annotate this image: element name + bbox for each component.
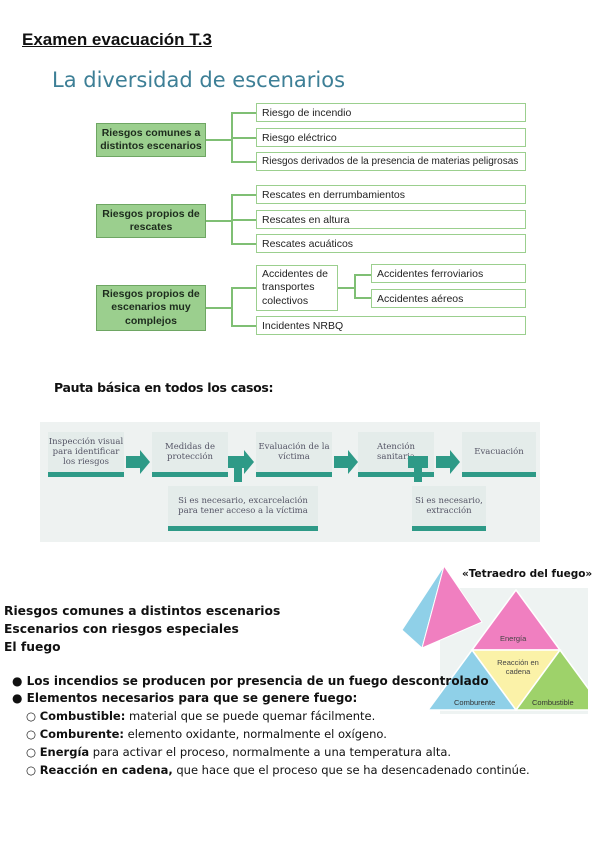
risk-item: Rescates en altura — [256, 210, 526, 229]
flow-substep: Si es necesario, excarcelación para tene… — [168, 486, 318, 526]
flow-arrows — [126, 450, 460, 482]
category-complex-risks: Riesgos propios de escenarios muy comple… — [96, 285, 206, 331]
flow-step: Evaluación de la víctima — [256, 432, 332, 472]
circle-bullet-icon: ○ — [26, 709, 40, 723]
risk-item: Rescates en derrumbamientos — [256, 185, 526, 204]
section-title: La diversidad de escenarios — [52, 68, 346, 92]
risk-subcategory: Accidentes de transportes colectivos — [256, 265, 338, 311]
bullet-icon: ● — [12, 674, 27, 688]
category-rescue-risks: Riesgos propios de rescates — [96, 204, 206, 238]
circle-bullet-icon: ○ — [26, 763, 40, 777]
label-reaccion: Reacción en cadena — [497, 658, 539, 676]
flow-step: Evacuación — [462, 432, 536, 472]
risk-item: Riesgo de incendio — [256, 103, 526, 122]
risk-item: Incidentes NRBQ — [256, 316, 526, 335]
arrow-right-icon — [334, 450, 358, 474]
subitem: ○ Energía para activar el proceso, norma… — [26, 745, 452, 759]
arrow-down-icon — [228, 456, 248, 482]
label-combustible: Combustible — [532, 698, 574, 707]
heading-common-risks: Riesgos comunes a distintos escenarios — [4, 604, 281, 618]
flow-step: Medidas de protección — [152, 432, 228, 472]
document-title: Examen evacuación T.3 — [22, 30, 212, 49]
risk-item: Accidentes ferroviarios — [371, 264, 526, 283]
tetrahedron-title: «Tetraedro del fuego» — [462, 568, 593, 580]
arrow-right-icon — [126, 450, 150, 474]
label-comburente: Comburente — [454, 698, 496, 707]
flow-step: Inspección visual para identificar los r… — [48, 432, 124, 472]
flow-substep: Si es necesario, extracción — [412, 486, 486, 526]
circle-bullet-icon: ○ — [26, 727, 40, 741]
circle-bullet-icon: ○ — [26, 745, 40, 759]
risk-item: Accidentes aéreos — [371, 289, 526, 308]
risk-item: Riesgos derivados de la presencia de mat… — [256, 152, 526, 171]
pauta-title: Pauta básica en todos los casos: — [54, 380, 274, 395]
category-common-risks: Riesgos comunes a distintos escenarios — [96, 123, 206, 157]
subitem: ○ Reacción en cadena, que hace que el pr… — [26, 763, 530, 777]
risk-item: Rescates acuáticos — [256, 234, 526, 253]
bullet-icon: ● — [12, 691, 27, 705]
arrow-down-icon — [408, 456, 428, 482]
subitem: ○ Comburente: elemento oxidante, normalm… — [26, 727, 387, 741]
bullet-item: ● Los incendios se producen por presenci… — [12, 674, 489, 688]
heading-fire: El fuego — [4, 640, 61, 654]
arrow-right-icon — [436, 450, 460, 474]
heading-special-scenarios: Escenarios con riesgos especiales — [4, 622, 239, 636]
fire-tetrahedron-illustration — [401, 564, 588, 714]
label-energia: Energía — [500, 634, 527, 643]
bullet-item: ● Elementos necesarios para que se gener… — [12, 691, 358, 705]
subitem: ○ Combustible: material que se puede que… — [26, 709, 376, 723]
risk-item: Riesgo eléctrico — [256, 128, 526, 147]
